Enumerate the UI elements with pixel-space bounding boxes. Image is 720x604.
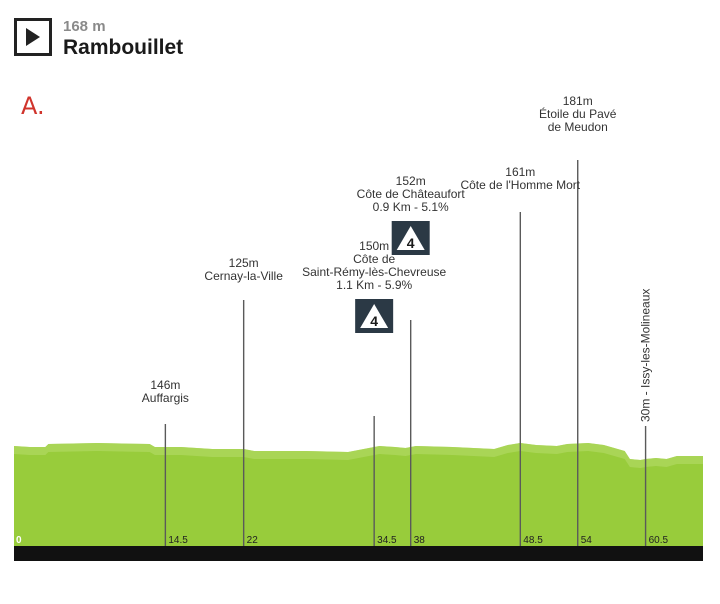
landmark-name: Auffargis — [142, 391, 189, 405]
landmark-name: Saint-Rémy-lès-Chevreuse — [302, 265, 446, 279]
start-town: Rambouillet — [63, 36, 184, 59]
x-tick-label: 54 — [581, 535, 593, 546]
landmark-name: Étoile du Pavé — [539, 106, 617, 121]
landmark-name: Côte de — [353, 252, 395, 266]
landmark-altitude: 125m — [229, 256, 259, 270]
x-tick-label: 22 — [247, 535, 259, 546]
landmark-altitude: 146m — [150, 378, 180, 392]
climb-category-number: 4 — [370, 313, 378, 329]
x-tick-label: 34.5 — [377, 535, 397, 546]
start-altitude: 168 m — [63, 18, 106, 35]
finish-letter-marker: A. — [21, 92, 45, 120]
x-tick-label: 14.5 — [168, 535, 188, 546]
landmark-name: Côte de l'Homme Mort — [460, 178, 580, 192]
climb-category-number: 4 — [407, 235, 415, 251]
x-tick-label: 38 — [414, 535, 426, 546]
landmark-altitude: 181m — [563, 94, 593, 108]
x-tick-label: 60.5 — [649, 535, 669, 546]
profile-baseline-bar — [14, 546, 703, 561]
landmark-altitude: 152m — [396, 174, 426, 188]
x-tick-label: 0 — [16, 535, 22, 546]
play-arrow-icon — [14, 18, 52, 56]
landmark-altitude: 150m — [359, 239, 389, 253]
profile-crest-highlight — [14, 443, 703, 468]
landmark-name: de Meudon — [548, 120, 608, 134]
landmark-name: Cernay-la-Ville — [204, 269, 283, 283]
x-tick-label: 48.5 — [523, 535, 543, 546]
landmark-label-vertical: 30m - Issy-les-Molineaux — [639, 289, 653, 422]
landmark-name: Côte de Châteaufort — [357, 187, 466, 201]
landmark-name: 1.1 Km - 5.9% — [336, 278, 412, 292]
mountain-icon — [396, 226, 425, 250]
profile-area — [14, 443, 703, 546]
mountain-icon — [360, 304, 389, 328]
landmark-name: 0.9 Km - 5.1% — [373, 200, 449, 214]
landmark-altitude: 161m — [505, 165, 535, 179]
